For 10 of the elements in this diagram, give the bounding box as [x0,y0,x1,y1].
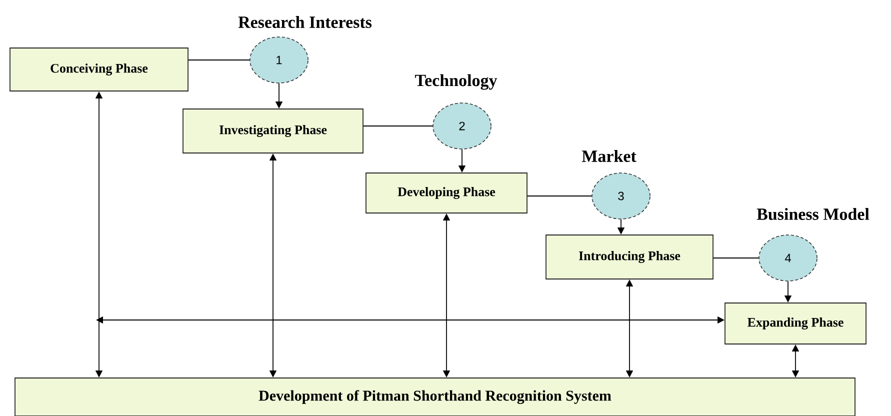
phase-box: Expanding Phase [724,302,866,344]
phase-box: Conceiving Phase [10,48,188,92]
heading: Business Model [756,208,870,220]
phase-box: Introducing Phase [546,234,714,280]
system-box: Development of Pitman Shorthand Recognition System [14,378,856,416]
phase-box: Developing Phase [366,172,528,214]
heading: Technology [415,74,498,90]
heading: Market [582,150,636,162]
phase-box: Investigating Phase [182,108,364,154]
heading: Research Interests [238,16,372,28]
